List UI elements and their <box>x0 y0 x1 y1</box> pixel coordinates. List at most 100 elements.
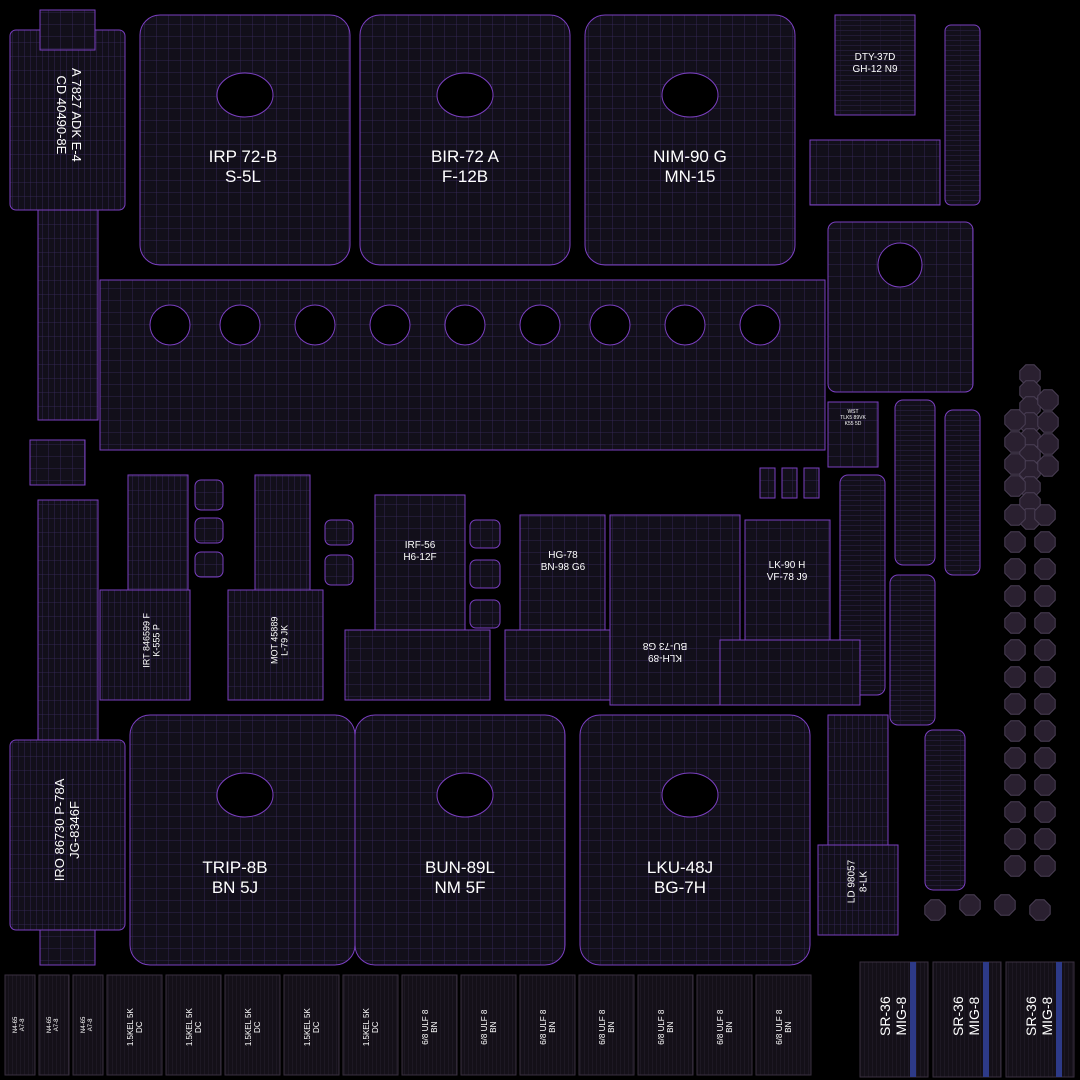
hex-nut <box>1037 455 1059 477</box>
hex-nut <box>1004 558 1026 580</box>
bottom-strip <box>4 974 36 1076</box>
pod-top-3 <box>584 14 796 266</box>
small-cap-pieces <box>194 479 501 629</box>
bottom-strip <box>106 974 163 1076</box>
sr-strip-accent <box>1056 962 1062 1077</box>
pod-bottom-3 <box>579 714 811 966</box>
narrow-1-label: IRT 846599 F K-555 P <box>141 613 162 668</box>
hex-nut <box>1037 389 1059 411</box>
pod-top-2 <box>359 14 571 266</box>
bottom-strip-label: N4-65 A7-8 <box>81 1016 94 1034</box>
mid-block-2-label: HG-78 BN-98 G6 <box>540 550 586 573</box>
hex-nut <box>1034 693 1056 715</box>
right-narrow-label: LD 98057 8-LK <box>846 859 870 904</box>
hex-nut <box>1004 639 1026 661</box>
bottom-strip-label: 6/8 ULF 8 BN <box>715 1009 734 1045</box>
bottom-strip-label: 1.5KEL 5K DC <box>125 1008 144 1047</box>
hex-nut <box>1004 828 1026 850</box>
hex-nut <box>924 899 946 921</box>
top-right-block <box>809 14 981 206</box>
hex-nut <box>1029 899 1051 921</box>
hex-nut <box>994 894 1016 916</box>
bottom-strips <box>4 961 1075 1078</box>
small-bolt-pieces <box>759 467 820 499</box>
right-narrow-column <box>817 714 899 936</box>
hex-nut <box>1034 531 1056 553</box>
hex-nut <box>1004 855 1026 877</box>
sr-strip-label: SR-36 MIG-8 <box>876 996 909 1036</box>
hex-nut <box>1037 411 1059 433</box>
hex-nut <box>1034 720 1056 742</box>
mid-block-1-label: IRF-56 H6-12F <box>403 540 437 563</box>
hex-nut <box>1034 504 1056 526</box>
pod-bottom-3-label: LKU-48J BG-7H <box>646 858 714 897</box>
bottom-strip <box>460 974 517 1076</box>
bottom-strip-label: 6/8 ULF 8 BN <box>420 1009 439 1045</box>
bottom-strip-label: 6/8 ULF 8 BN <box>538 1009 557 1045</box>
hex-nut <box>1004 531 1026 553</box>
pod-top-2-label: BIR-72 A F-12B <box>430 147 500 186</box>
bottom-strip <box>755 974 812 1076</box>
bottom-strip <box>519 974 576 1076</box>
hex-nut <box>1004 747 1026 769</box>
tall-left-bottom-label: IRO 86730 P-78A JG-8346F <box>52 778 82 882</box>
hex-nut <box>1034 612 1056 634</box>
pod-top-1 <box>139 14 351 266</box>
bottom-strip <box>401 974 458 1076</box>
hex-nut <box>1034 828 1056 850</box>
bottom-strip <box>165 974 222 1076</box>
hex-nut <box>1004 475 1026 497</box>
mid-block-3-label: LK-90 H VF-78 J9 <box>766 560 808 583</box>
sr-strip-label: SR-36 MIG-8 <box>1022 996 1055 1036</box>
bottom-strip-label: 1.5KEL 5K DC <box>361 1008 380 1047</box>
hex-nuts-column <box>924 364 1059 921</box>
sr-strip-label: SR-36 MIG-8 <box>949 996 982 1036</box>
narrow-piece-2 <box>227 474 324 701</box>
hex-nut <box>1034 801 1056 823</box>
bottom-strip <box>578 974 635 1076</box>
narrow-piece-1 <box>99 474 191 701</box>
tall-left-top-label: A 7827 ADK E-4 CD 40490-8E <box>54 67 84 162</box>
hex-nut <box>1004 612 1026 634</box>
bottom-strip <box>696 974 753 1076</box>
bottom-strip-label: 6/8 ULF 8 BN <box>774 1009 793 1045</box>
bottom-strip-label: 6/8 ULF 8 BN <box>597 1009 616 1045</box>
mid-block-2-flipped <box>609 514 741 706</box>
hex-nut <box>1034 558 1056 580</box>
hex-nut <box>1004 666 1026 688</box>
hex-nut <box>1037 433 1059 455</box>
hex-nut <box>1034 855 1056 877</box>
tall-left-column-bottom <box>9 499 126 966</box>
hex-nut <box>1004 720 1026 742</box>
hex-nut <box>1004 801 1026 823</box>
pod-bottom-1 <box>129 714 356 966</box>
hex-nut <box>1004 453 1026 475</box>
hex-nut <box>1034 666 1056 688</box>
sr-strip-accent <box>983 962 989 1077</box>
bottom-strip <box>637 974 694 1076</box>
hex-nut <box>1034 585 1056 607</box>
hex-nut <box>1034 747 1056 769</box>
bottom-strip-label: N4-65 A7-8 <box>47 1016 60 1034</box>
hex-nut <box>1004 774 1026 796</box>
hex-nut <box>1004 504 1026 526</box>
bottom-strip <box>283 974 340 1076</box>
bottom-strip-label: 1.5KEL 5K DC <box>302 1008 321 1047</box>
sr-strip <box>932 961 1002 1078</box>
narrow-2-label: MOT 45889 L-79 JK <box>269 616 290 665</box>
sr-strip <box>1005 961 1075 1078</box>
wide-mid-band <box>99 279 826 451</box>
bottom-strip-label: 6/8 ULF 8 BN <box>656 1009 675 1045</box>
pod-top-1-label: IRP 72-B S-5L <box>208 147 278 186</box>
mid-block-2 <box>504 514 631 701</box>
bottom-strip <box>72 974 104 1076</box>
pod-bottom-2 <box>354 714 566 966</box>
sr-strip-accent <box>910 962 916 1077</box>
hex-nut <box>1034 774 1056 796</box>
bottom-strip-label: N4-65 A7-8 <box>13 1016 26 1034</box>
pod-bottom-1-label: TRIP-8B BN 5J <box>202 858 268 897</box>
pod-bottom-2-label: BUN-89L NM 5F <box>425 858 495 897</box>
hex-nut <box>1004 585 1026 607</box>
hex-nut <box>959 894 981 916</box>
